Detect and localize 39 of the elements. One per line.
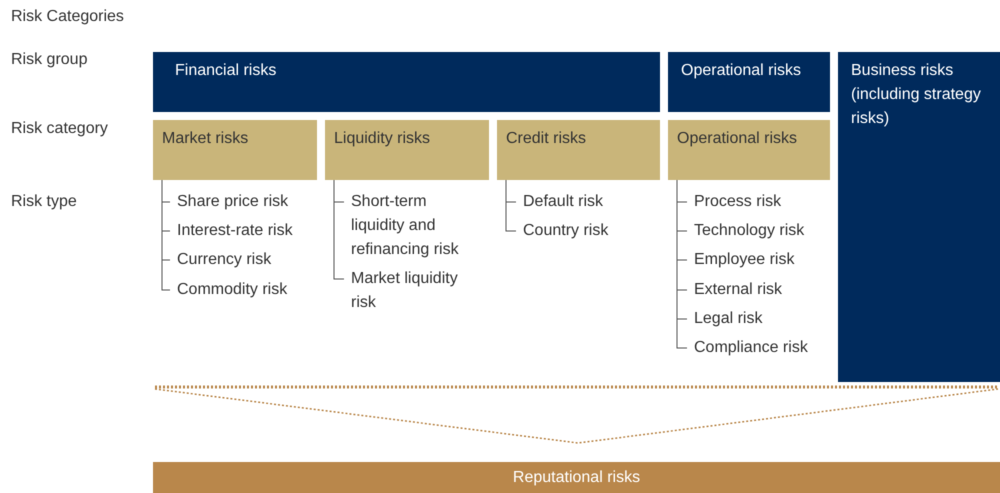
tree-connector <box>162 180 170 290</box>
risk-category-box <box>325 120 489 180</box>
tree-connector <box>506 180 516 232</box>
risk-type-text: Country risk <box>523 219 608 243</box>
risk-type-text: Default risk <box>523 190 604 214</box>
box-heading: Operational risks <box>677 129 798 149</box>
row-label: Risk type <box>11 192 77 212</box>
risk-group-box <box>668 52 830 112</box>
box-heading: Liquidity risks <box>334 129 432 149</box>
box-heading: Market risks <box>162 129 250 149</box>
box-heading: Reputational risks <box>512 468 642 488</box>
risk-type-text: Employee risk <box>694 248 794 272</box>
risk-category-box <box>153 120 317 180</box>
risk-type-text: Compliance risk <box>694 336 808 360</box>
tree-connector <box>676 180 688 348</box>
risk-type-text: Legal risk <box>694 307 762 331</box>
risk-category-box <box>497 120 660 180</box>
box-heading: Operational risks <box>681 61 802 81</box>
diagram-heading: Risk Categories <box>11 7 124 27</box>
box-heading: Business risks <box>851 61 954 81</box>
reputational-risk-bar <box>153 462 1000 493</box>
box-note: (including strategy risks) <box>851 85 982 129</box>
box-heading: Credit risks <box>506 129 588 149</box>
risk-group-box <box>153 52 660 112</box>
risk-type-text: Currency risk <box>177 248 272 272</box>
risk-type-text: External risk <box>694 278 782 302</box>
risk-type-text: Share price risk <box>177 190 288 214</box>
risk-type-text: Commodity risk <box>177 278 288 302</box>
box-heading: Financial risks <box>175 61 278 81</box>
risk-type-text: Technology risk <box>694 219 804 243</box>
risk-type-text: Short-term liquidity and refinancing risk <box>351 190 481 262</box>
risk-type-text: Interest-rate risk <box>177 219 293 243</box>
row-label: Risk category <box>11 119 108 139</box>
row-label: Risk group <box>11 50 88 70</box>
risk-category-box <box>668 120 830 180</box>
risk-group-box <box>838 52 1000 382</box>
tree-connector <box>334 180 344 280</box>
risk-type-text: Market liquidity risk <box>351 267 481 315</box>
risk-type-text: Process risk <box>694 190 782 214</box>
